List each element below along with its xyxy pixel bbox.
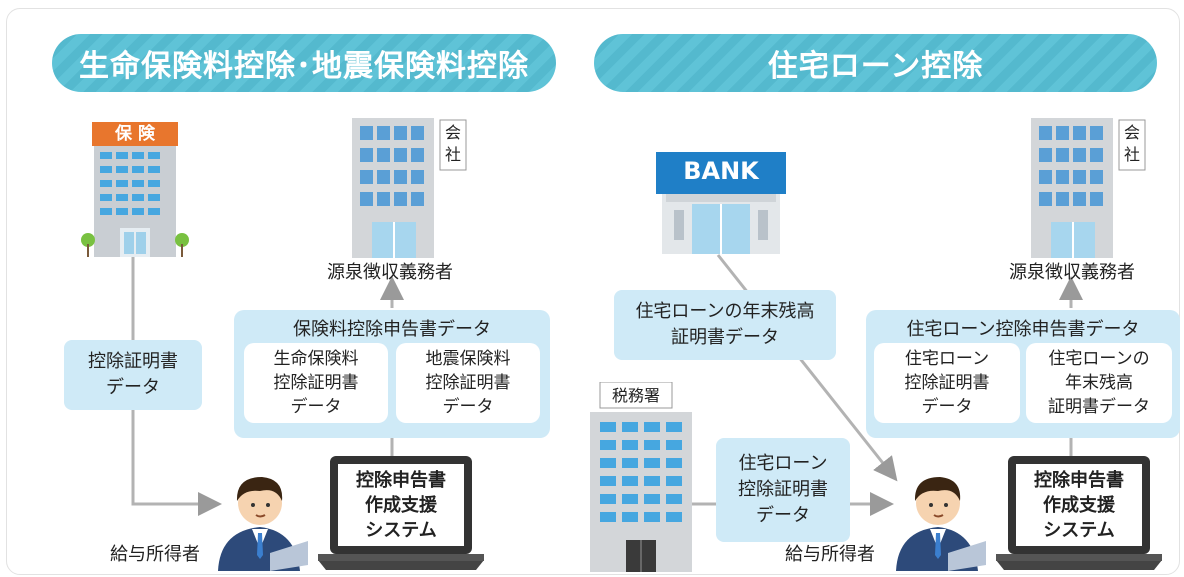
withholder-label-right: 源泉徴収義務者 — [1009, 262, 1135, 283]
tax-office-building-icon — [590, 382, 692, 572]
balance-cert-box: 住宅ローンの年末残高 証明書データ — [614, 290, 836, 360]
bank-building-icon — [656, 152, 786, 254]
bank-sign: BANK — [683, 157, 759, 185]
insurance-sign: 保 険 — [115, 124, 155, 144]
company-building-icon-right — [1031, 118, 1156, 258]
loan-declaration-title: 住宅ローン控除申告書データ — [906, 319, 1140, 340]
withholder-label: 源泉徴収義務者 — [327, 262, 453, 283]
salary-earner-icon — [210, 465, 310, 571]
tax-office-sign: 税務署 — [611, 386, 660, 405]
loan-balance-cert: 住宅ローンの 年末残高 証明書データ — [1026, 343, 1172, 423]
cert-data-box: 控除証明書 データ — [64, 340, 202, 410]
laptop-icon-right — [996, 456, 1162, 571]
insurance-building-icon — [80, 122, 190, 257]
loan-cert-box: 住宅ローン 控除証明書 データ — [716, 438, 850, 542]
company-sign: 会社 — [444, 123, 461, 164]
system-label-right: 控除申告書 作成支援 システム — [1034, 469, 1124, 541]
earthquake-insurance-cert: 地震保険料 控除証明書 データ — [396, 343, 540, 423]
right-title: 住宅ローン控除 — [594, 34, 1157, 92]
salary-earner-label: 給与所得者 — [110, 544, 200, 565]
company-building-icon — [352, 118, 477, 258]
salary-earner-icon-right — [888, 465, 988, 571]
life-insurance-cert: 生命保険料 控除証明書 データ — [244, 343, 388, 423]
laptop-icon — [318, 456, 484, 571]
loan-deduction-cert: 住宅ローン 控除証明書 データ — [874, 343, 1020, 423]
declaration-title: 保険料控除申告書データ — [293, 319, 491, 340]
company-sign-right: 会社 — [1123, 123, 1140, 164]
system-label: 控除申告書 作成支援 システム — [356, 469, 446, 541]
salary-earner-label-right: 給与所得者 — [785, 544, 875, 565]
left-title: 生命保険料控除･地震保険料控除 — [52, 34, 556, 92]
